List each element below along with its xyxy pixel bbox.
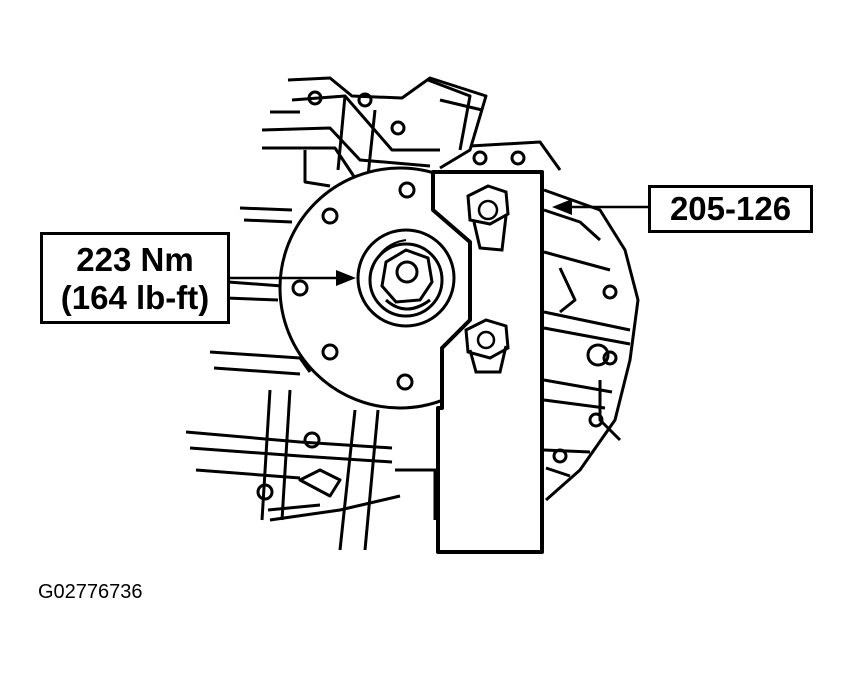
torque-callout: 223 Nm (164 lb-ft) bbox=[40, 232, 230, 324]
torque-lbft-label: (164 lb-ft) bbox=[60, 279, 210, 316]
holding-tool bbox=[431, 170, 544, 554]
leader-arrows bbox=[230, 199, 648, 286]
engine-housing-lines bbox=[185, 76, 640, 551]
torque-nm-label: 223 Nm bbox=[76, 241, 194, 278]
tool-number-callout: 205-126 bbox=[648, 185, 813, 233]
tool-number-label: 205-126 bbox=[669, 190, 792, 227]
figure-id: G02776736 bbox=[38, 581, 143, 603]
